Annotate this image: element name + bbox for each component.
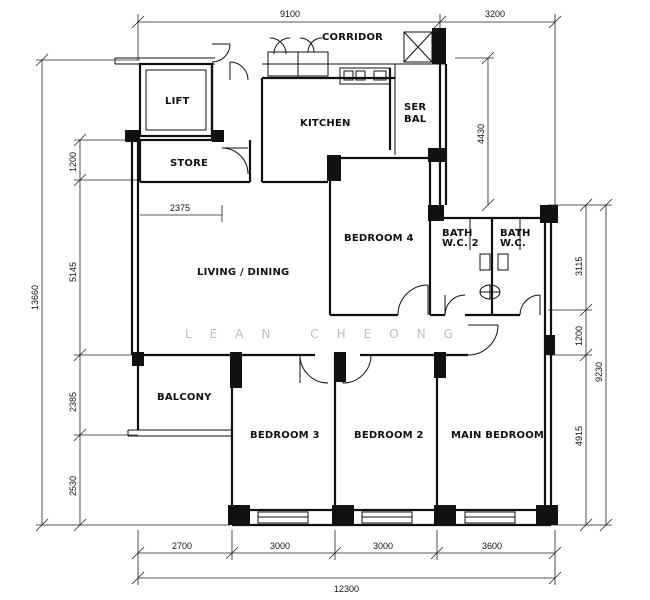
label-corridor: CORRIDOR [322,32,383,43]
watermark: LEAN CHEONG [185,327,471,341]
dim-bottom-overall: 12300 [334,584,359,594]
dim-left-1200: 1200 [68,152,78,172]
columns [125,28,558,525]
dim-bottom-3000a: 3000 [270,541,290,551]
label-bath-1-line1: BATH [442,228,473,239]
label-ser-bal-2: BAL [404,114,427,125]
label-living-dining: LIVING / DINING [197,267,289,278]
label-balcony: BALCONY [157,392,212,403]
dim-left-overall: 13660 [30,285,40,310]
dim-top-left: 9100 [280,9,300,19]
label-store: STORE [170,158,208,169]
label-bedroom-2: BEDROOM 2 [354,430,424,441]
dim-bottom-3600: 3600 [482,541,502,551]
label-main-bedroom: MAIN BEDROOM [451,430,544,441]
dimension-labels: 9100 3200 2375 13660 1200 5145 2385 2530… [30,9,604,594]
dim-right-4915: 4915 [574,426,584,446]
dim-right-9230: 9230 [594,362,604,382]
dim-bottom-3000b: 3000 [373,541,393,551]
label-lift: LIFT [165,96,190,107]
label-kitchen: KITCHEN [300,118,351,129]
dim-top-right: 3200 [485,9,505,19]
room-labels: CORRIDOR LIFT KITCHEN SER BAL STORE BEDR… [157,32,544,441]
dim-right-3115: 3115 [574,257,584,276]
dim-left-5145: 5145 [68,262,78,282]
dim-left-2385: 2385 [68,392,78,412]
walls [114,57,553,527]
label-bath-2-line2: W.C. [500,238,526,249]
dim-inner-2375: 2375 [170,203,190,213]
dim-bottom-2700: 2700 [172,541,192,551]
dim-right-4430: 4430 [476,124,486,144]
label-ser-bal-1: SER [404,102,426,113]
label-bedroom-4: BEDROOM 4 [344,233,414,244]
label-bath-1-line2: W.C. 2 [442,238,479,249]
label-bath-2-line1: BATH [500,228,531,239]
dim-right-1200: 1200 [574,326,584,346]
dimension-lines [35,14,613,585]
label-bedroom-3: BEDROOM 3 [250,430,320,441]
dim-left-2530: 2530 [68,476,78,496]
